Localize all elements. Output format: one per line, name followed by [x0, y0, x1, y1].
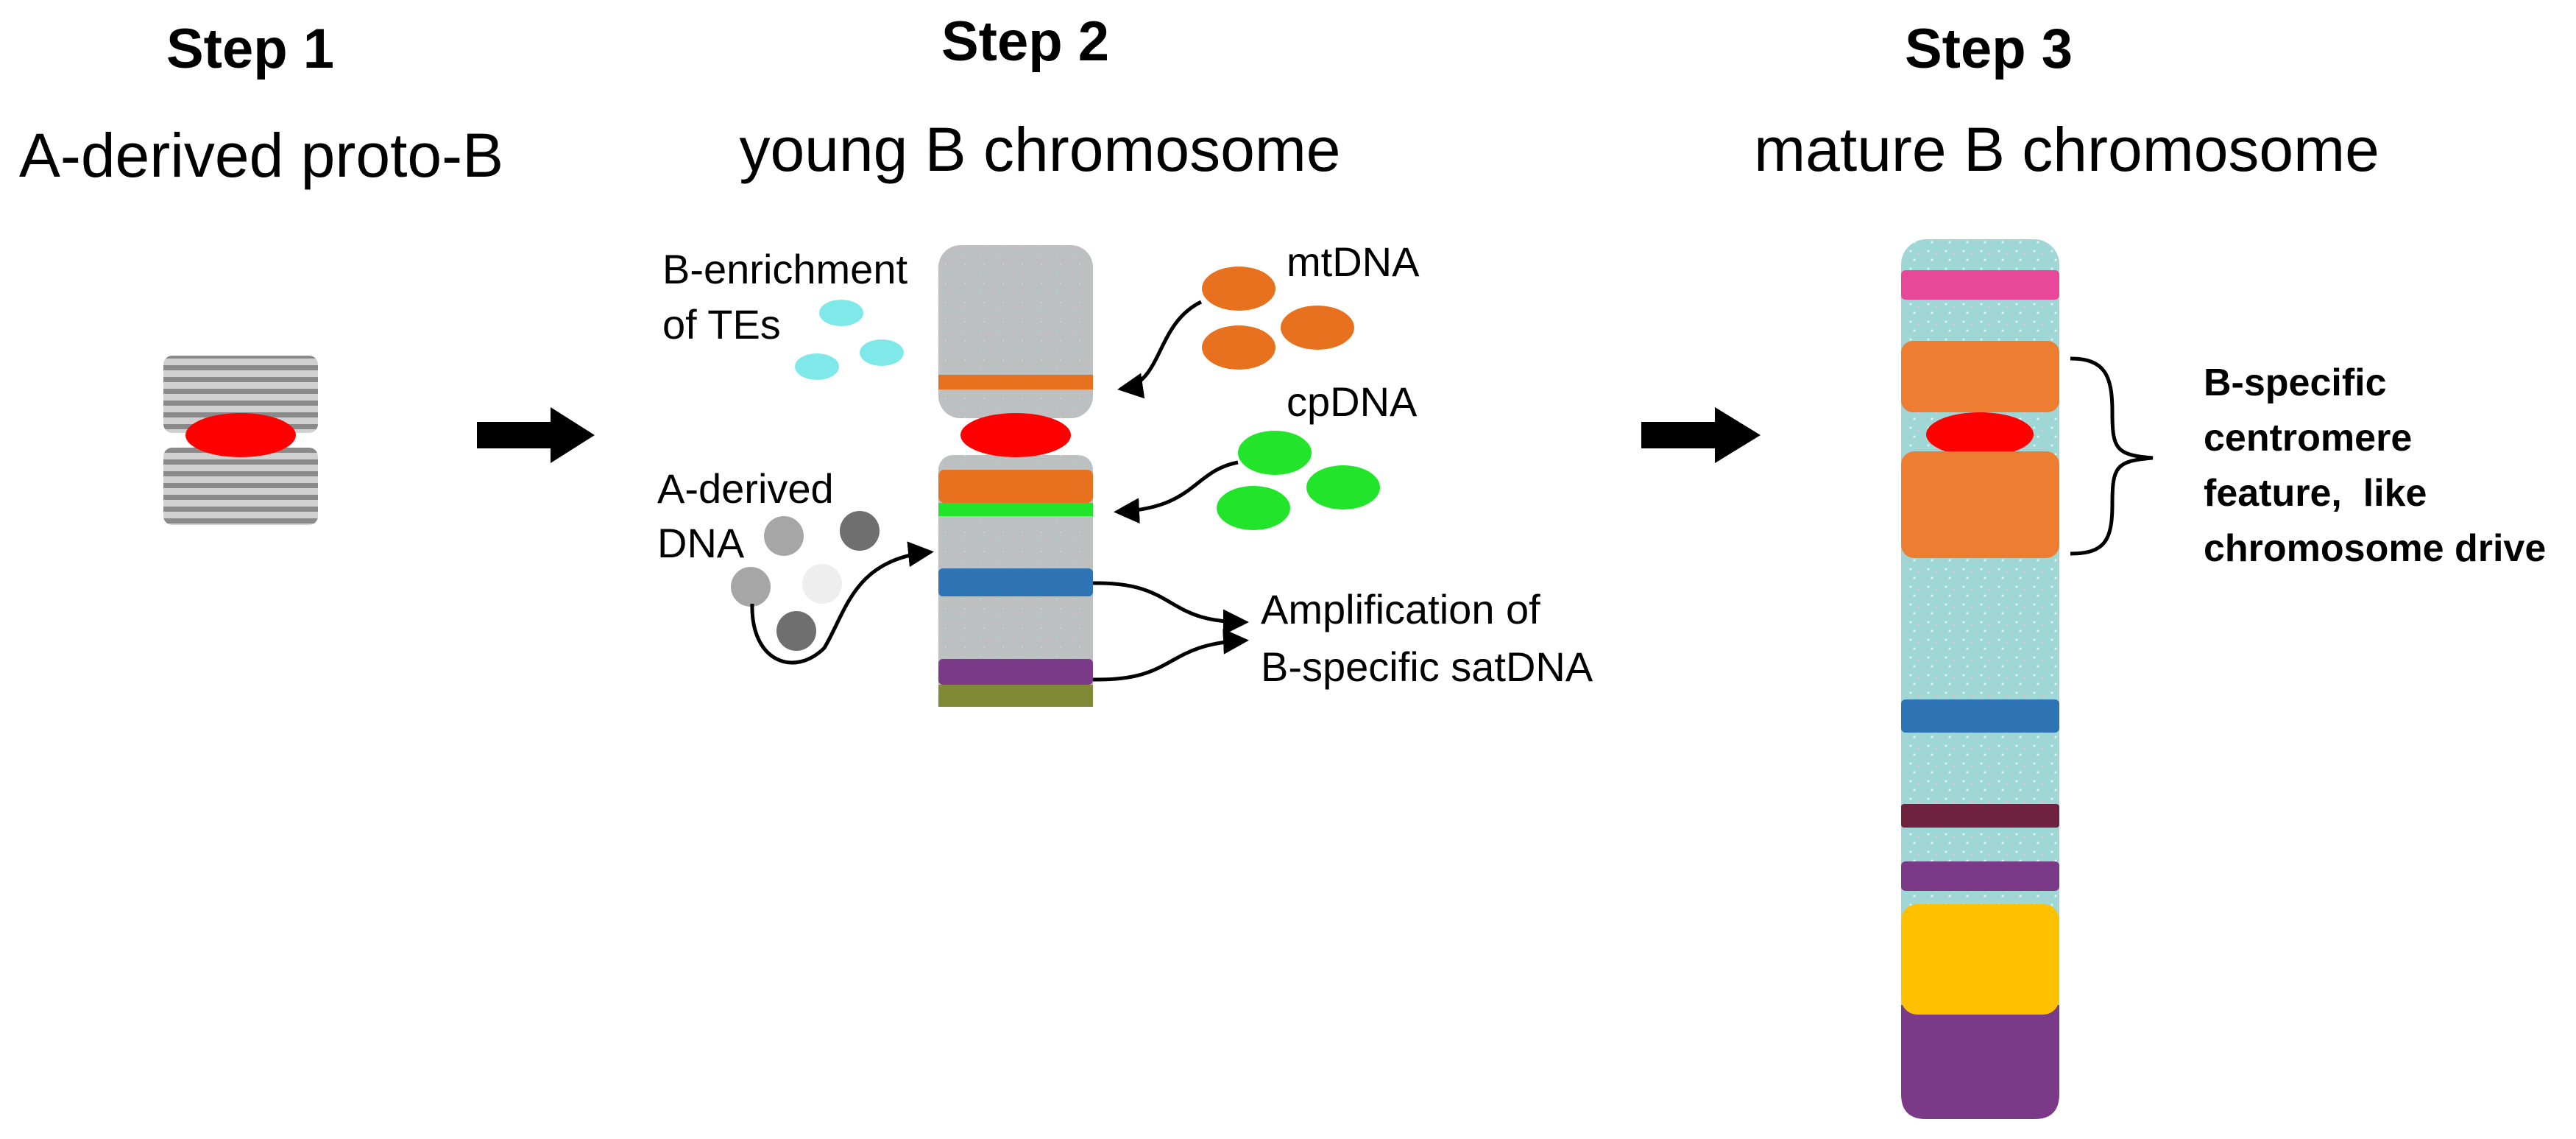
- mtdna-element: [1202, 267, 1275, 311]
- young-b-upper-arm: [938, 245, 1093, 418]
- a-derived-label-line2: DNA: [657, 520, 745, 566]
- mature-b-purple-band: [1901, 861, 2059, 891]
- arrow-right-icon: [477, 407, 595, 463]
- mtdna-label: mtDNA: [1287, 239, 1420, 285]
- mature-b-centromere: [1926, 412, 2034, 456]
- curved-arrow-icon: [1092, 628, 1249, 682]
- centromere-feature-label-line4: chromosome drive: [2204, 527, 2546, 570]
- step1-heading: Step 1: [166, 18, 334, 80]
- a-derived-dna-element: [776, 611, 816, 651]
- cpdna-elements: [1217, 431, 1380, 530]
- young-b-olive-band: [938, 685, 1093, 707]
- a-derived-dna-elements: [731, 511, 880, 651]
- cpdna-element: [1217, 486, 1290, 530]
- mature-b-yellow-block: [1901, 904, 2059, 1015]
- mtdna-element: [1281, 306, 1354, 350]
- te-element: [860, 339, 904, 366]
- cpdna-element: [1306, 465, 1380, 509]
- te-label-line2: of TEs: [662, 301, 781, 348]
- curved-arrow-icon: [1114, 460, 1239, 524]
- centromere-feature-label-line3: feature, like: [2204, 472, 2427, 515]
- young-b-mtdna-block: [938, 470, 1093, 503]
- cpdna-element: [1238, 431, 1312, 475]
- centromere-feature-label-line2: centromere: [2204, 417, 2412, 459]
- mtdna-elements: [1202, 267, 1354, 370]
- mature-b-chromosome: [1901, 239, 2059, 1119]
- amplification-label-line2: B-specific satDNA: [1261, 643, 1593, 690]
- young-b-cpdna-band: [938, 503, 1093, 516]
- curved-arrow-icon: [1092, 581, 1249, 635]
- mtdna-element: [1202, 325, 1275, 370]
- amplification-label-line1: Amplification of: [1261, 586, 1540, 632]
- proto-b-chromosome: [163, 356, 318, 525]
- mature-b-purple-terminal: [1901, 1005, 2059, 1119]
- curly-brace-icon: [2070, 356, 2154, 556]
- young-b-mtdna-band: [938, 375, 1093, 389]
- te-element: [819, 300, 863, 326]
- young-b-centromere: [960, 413, 1071, 457]
- arrow-right-icon: [1641, 407, 1761, 463]
- mature-b-blue-band: [1901, 699, 2059, 733]
- step3-heading: Step 3: [1905, 18, 2073, 80]
- te-elements: [795, 300, 904, 380]
- step2-title: young B chromosome: [739, 115, 1340, 184]
- a-derived-dna-element: [731, 567, 771, 607]
- young-b-chromosome: [938, 245, 1093, 707]
- a-derived-dna-element: [840, 511, 880, 551]
- mature-b-maroon-band: [1901, 804, 2059, 828]
- step3-title: mature B chromosome: [1754, 115, 2379, 184]
- proto-b-lower-arm: [163, 448, 318, 525]
- curved-arrow-icon: [1117, 300, 1203, 399]
- proto-b-upper-arm: [163, 356, 318, 433]
- a-derived-label-line1: A-derived: [657, 465, 834, 512]
- curved-arrow-icon: [750, 541, 934, 665]
- step1-title: A-derived proto-B: [19, 121, 503, 190]
- young-b-blue-satdna-band: [938, 568, 1093, 596]
- proto-b-centromere: [185, 413, 296, 457]
- step2-heading: Step 2: [941, 10, 1109, 73]
- mature-b-pink-band: [1901, 270, 2059, 300]
- centromere-feature-label-line1: B-specific: [2204, 362, 2387, 404]
- a-derived-dna-element: [802, 564, 842, 604]
- young-b-purple-satdna-band: [938, 659, 1093, 685]
- a-derived-dna-element: [764, 516, 804, 556]
- mature-b-upper-orange-block: [1901, 341, 2059, 412]
- mature-b-lower-orange-block: [1901, 451, 2059, 558]
- te-element: [795, 353, 839, 380]
- te-label-line1: B-enrichment: [662, 246, 907, 292]
- cpdna-label: cpDNA: [1287, 378, 1418, 425]
